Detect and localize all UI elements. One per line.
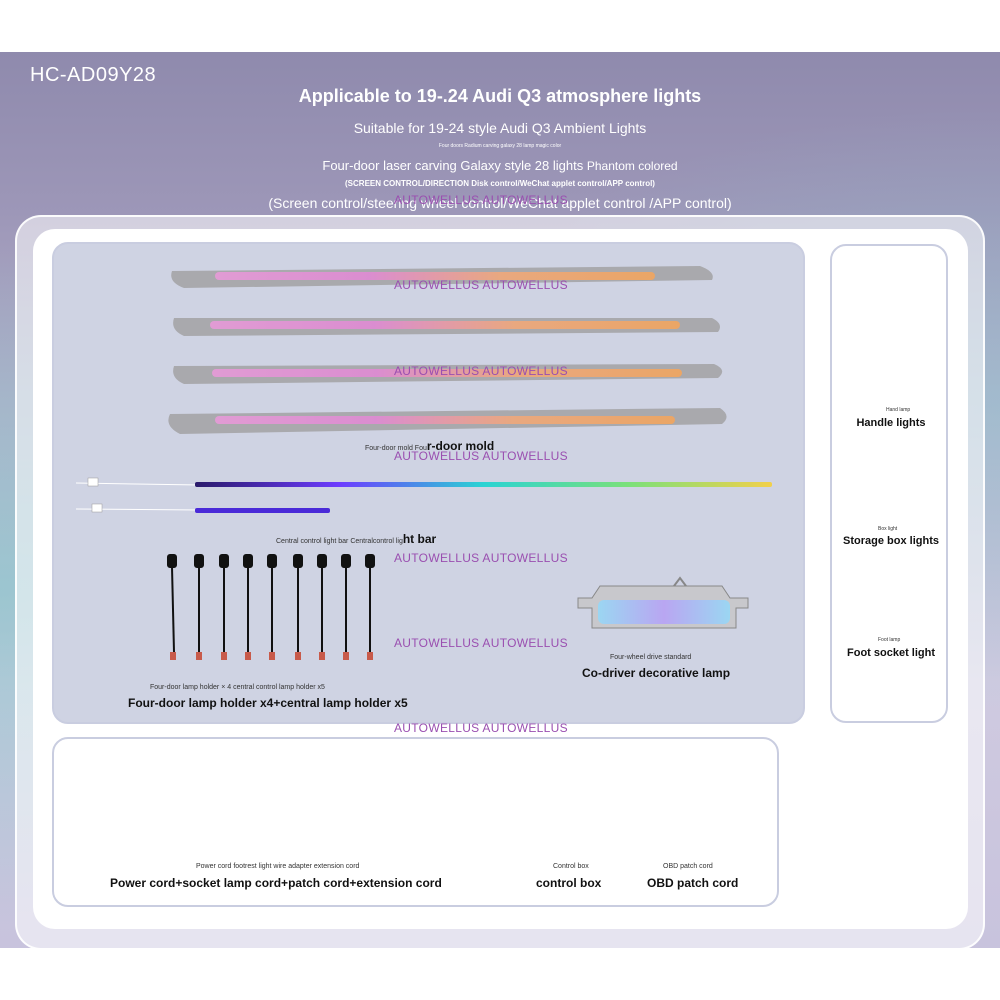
lamp-holders <box>167 554 375 660</box>
headline-subtitle: Suitable for 19-24 style Audi Q3 Ambient… <box>353 120 647 136</box>
co-driver-caption-big: Co-driver decorative lamp <box>582 666 731 680</box>
headline-description: Four-door laser carving Galaxy style 28 … <box>0 158 1000 173</box>
foot-socket-caption-small: Foot lamp <box>878 637 901 643</box>
watermark: AUTOWELLUS AUTOWELLUS <box>394 193 568 207</box>
obd-caption-small: OBD patch cord <box>663 863 713 870</box>
accessory-lights-panel <box>830 244 948 723</box>
power-cord-caption-big: Power cord+socket lamp cord+patch cord+e… <box>110 876 442 890</box>
door-mold-2 <box>173 318 721 336</box>
handle-lights-caption: Handle lights <box>856 417 926 429</box>
wiring-panel <box>52 737 779 907</box>
door-mold-1 <box>171 266 713 288</box>
control-box-caption-big: control box <box>536 876 602 890</box>
headline-title: Applicable to 19-.24 Audi Q3 atmosphere … <box>298 86 702 106</box>
light-bar-caption-big: ht bar <box>402 532 437 546</box>
model-number: HC-AD09Y28 <box>30 64 157 86</box>
storage-box-caption: Storage box lights <box>843 535 939 547</box>
headline-tiny-line: Four doors Radium carving galaxy 28 lamp… <box>438 143 562 149</box>
obd-caption-big: OBD patch cord <box>647 876 739 890</box>
door-mold-caption: Four-door mold Four-door mold <box>365 439 494 453</box>
power-cord-caption-small: Power cord footrest light wire adapter e… <box>196 863 360 870</box>
watermark: AUTOWELLUS AUTOWELLUS <box>394 551 568 565</box>
control-methods-caps: (SCREEN CONTROL/DIRECTION Disk control/W… <box>345 179 655 188</box>
handle-lights-caption-small: Hand lamp <box>886 407 911 413</box>
co-driver-lamp <box>577 576 749 629</box>
control-methods: (Screen control/steering wheel control/W… <box>268 195 732 211</box>
door-mold-4 <box>168 408 727 434</box>
door-mold-caption-big: r-door mold <box>426 439 495 453</box>
light-bar-caption-small: Central control light bar Centralcontrol… <box>276 538 403 545</box>
watermark: AUTOWELLUS AUTOWELLUS <box>394 449 568 463</box>
watermark: AUTOWELLUS AUTOWELLUS <box>394 364 568 378</box>
foot-socket-caption: Foot socket light <box>847 647 935 659</box>
product-banner: HC-AD09Y28 Applicable to 19-.24 Audi Q3 … <box>0 52 1000 948</box>
lamp-holder-caption-small: Four-door lamp holder × 4 central contro… <box>150 684 325 691</box>
lamp-holder-caption-big: Four-door lamp holder x4+central lamp ho… <box>128 696 408 710</box>
description-suffix: Phantom colored <box>586 159 678 173</box>
central-light-bar <box>75 477 772 513</box>
storage-box-caption-small: Box light <box>878 526 898 532</box>
light-bar-caption: Central control light bar Centralcontrol… <box>276 532 436 546</box>
watermark: AUTOWELLUS AUTOWELLUS <box>394 721 568 735</box>
watermark: AUTOWELLUS AUTOWELLUS <box>394 636 568 650</box>
co-driver-caption-small: Four-wheel drive standard <box>610 654 692 661</box>
watermark: AUTOWELLUS AUTOWELLUS <box>394 278 568 292</box>
door-mold-caption-small: Four-door mold Fou <box>365 445 427 452</box>
door-mold-3 <box>173 364 723 384</box>
description-main: Four-door laser carving Galaxy style 28 … <box>322 158 584 173</box>
control-box-caption-small: Control box <box>553 863 589 870</box>
